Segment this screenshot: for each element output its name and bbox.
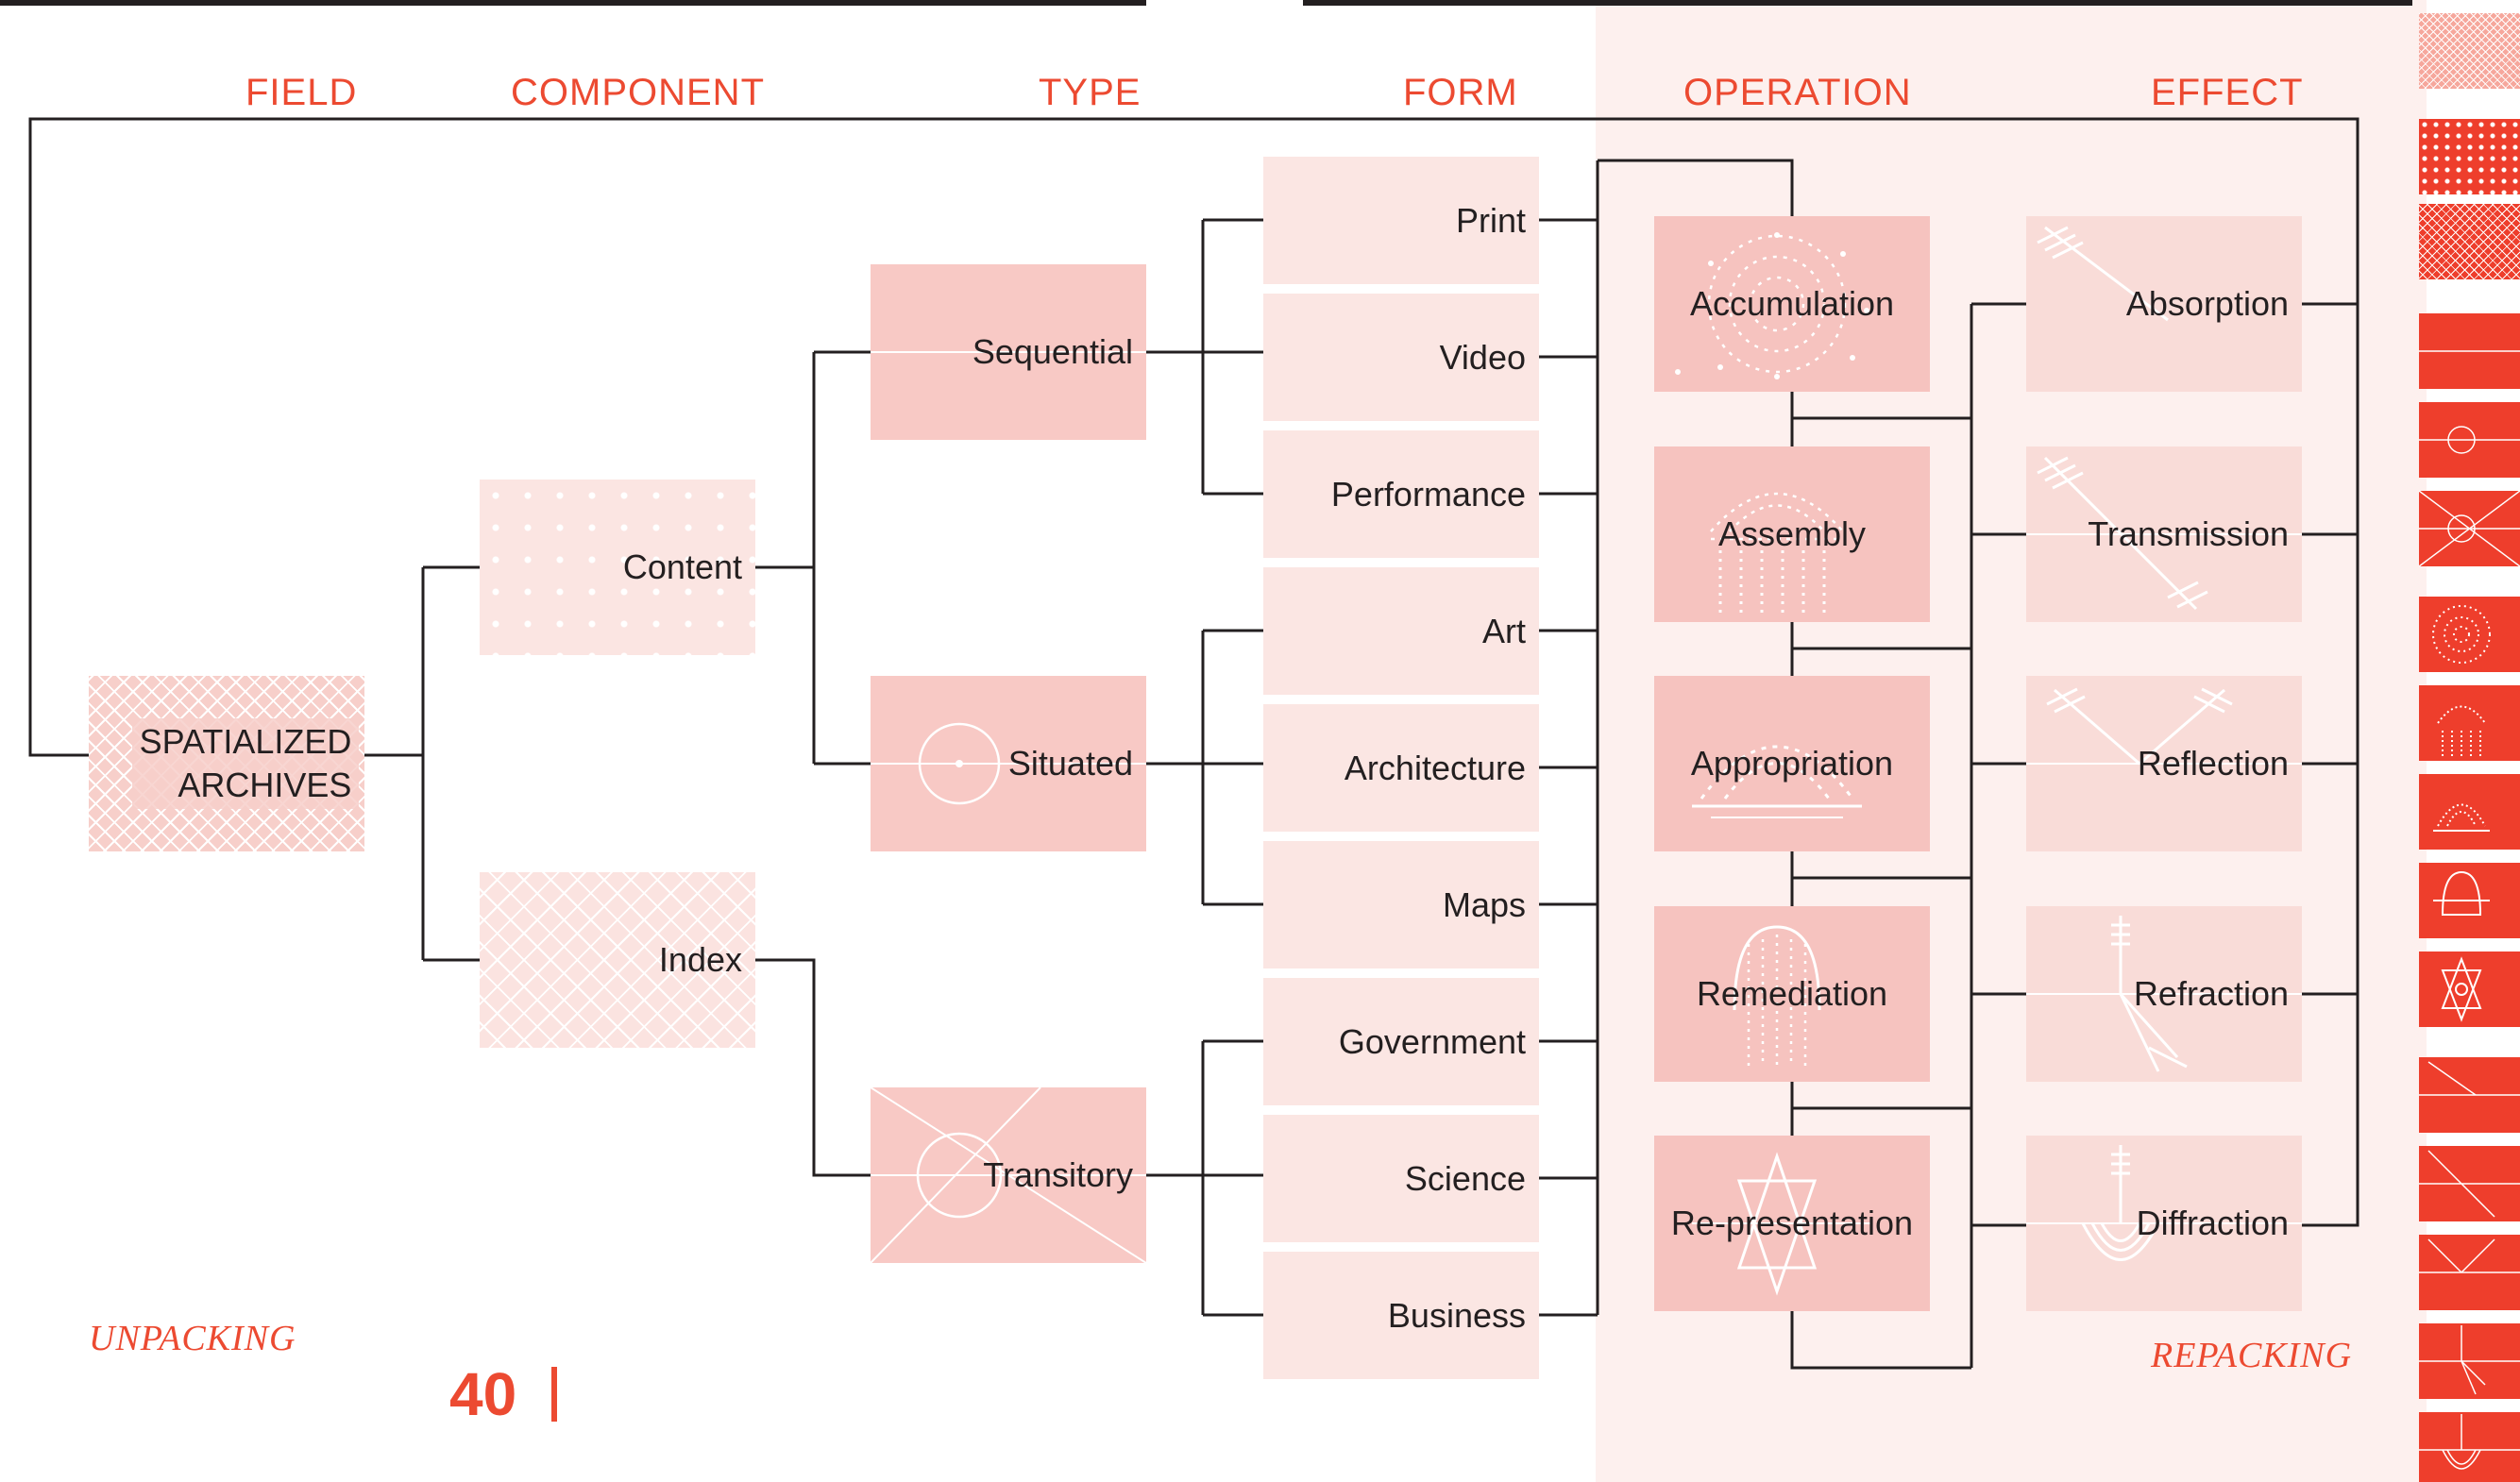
operation-label: Re-presentation [1670,1204,1914,1242]
effect-label: Diffraction [2136,1204,2289,1242]
unpacking-label: UNPACKING [89,1319,296,1358]
strip-pattern-lattice [2419,13,2520,89]
type-node-sequential: Sequential [871,264,1146,440]
root-label-line2: ARCHIVES [178,766,352,804]
form-label: Art [1481,611,1526,650]
effect-node-reflection: Reflection [2026,676,2302,851]
strip-ray-diagram-icon [2419,1146,2520,1221]
strip-ray-diagram-icon [2419,1323,2520,1399]
form-node-business: Business [1263,1252,1539,1379]
effect-node-diffraction: Diffraction [2026,1136,2302,1311]
effect-node-absorption: Absorption [2026,216,2302,392]
operation-label: Assembly [1717,514,1867,553]
header-effect: EFFECT [2151,72,2304,113]
form-label: Video [1439,337,1526,377]
type-label: Transitory [983,1155,1133,1194]
effect-label: Transmission [2088,514,2289,553]
form-node-art: Art [1263,567,1539,695]
component-label: Content [622,547,742,586]
strip-dot-tower-icon [2419,685,2520,761]
strip-pattern-crosshatch [2419,204,2520,279]
header-component: COMPONENT [511,72,765,113]
operation-node-remediation: Remediation [1654,906,1930,1082]
root-label-line1: SPATIALIZED [139,722,352,761]
operation-node-assembly: Assembly [1654,446,1930,622]
component-label: Index [658,940,742,979]
header-form: FORM [1403,72,1518,113]
root-node-spatialized-archives: SPATIALIZED ARCHIVES [89,676,364,851]
top-rule-left [0,0,1146,6]
form-node-architecture: Architecture [1263,704,1539,832]
top-rule-right [1303,0,2412,6]
form-label: Performance [1330,474,1526,514]
form-label: Print [1455,200,1526,240]
strip-ray-diagram-icon [2419,1235,2520,1310]
effect-label: Refraction [2133,974,2289,1013]
effect-label: Absorption [2125,284,2289,323]
strip-circle-target-icon [2419,402,2520,478]
form-node-government: Government [1263,978,1539,1105]
operation-node-re-presentation: Re-presentation [1654,1136,1930,1311]
header-field: FIELD [245,72,358,113]
type-node-transitory: Transitory [871,1087,1146,1263]
form-label: Architecture [1344,748,1526,787]
strip-sequential [2419,313,2520,389]
page-number: 40 [449,1360,517,1428]
form-label: Business [1387,1295,1526,1335]
form-label: Maps [1442,884,1526,924]
component-node-content: Content [480,480,755,655]
operation-node-accumulation: Accumulation [1654,216,1930,392]
form-label: Government [1338,1021,1526,1061]
strip-ray-diagram-icon [2419,1412,2520,1482]
type-node-situated: Situated [871,676,1146,851]
form-node-print: Print [1263,157,1539,284]
operation-label: Appropriation [1690,744,1894,783]
operation-node-appropriation: Appropriation [1654,676,1930,851]
header-type: TYPE [1039,72,1142,113]
strip-star-hexagram-icon [2419,952,2520,1027]
header-operation: OPERATION [1683,72,1912,113]
effect-label: Reflection [2137,744,2289,783]
component-node-index: Index [480,872,755,1048]
repacking-label: REPACKING [2151,1336,2353,1375]
strip-dot-dome-icon [2419,774,2520,850]
type-label: Sequential [972,332,1133,371]
form-node-science: Science [1263,1115,1539,1242]
effect-node-transmission: Transmission [2026,446,2302,622]
operation-label: Accumulation [1689,284,1895,323]
form-node-video: Video [1263,294,1539,421]
strip-dot-cloud-icon [2419,597,2520,672]
strip-dot-bell-icon [2419,863,2520,938]
form-node-performance: Performance [1263,430,1539,558]
strip-ray-diagram-icon [2419,1057,2520,1133]
effect-node-refraction: Refraction [2026,906,2302,1082]
strip-pattern-dots [2419,119,2520,194]
strip-crossed-circle-icon [2419,491,2520,566]
form-node-maps: Maps [1263,841,1539,968]
form-label: Science [1404,1158,1526,1198]
operation-label: Remediation [1696,974,1888,1013]
type-label: Situated [1007,744,1133,783]
page-number-separator [551,1367,557,1422]
